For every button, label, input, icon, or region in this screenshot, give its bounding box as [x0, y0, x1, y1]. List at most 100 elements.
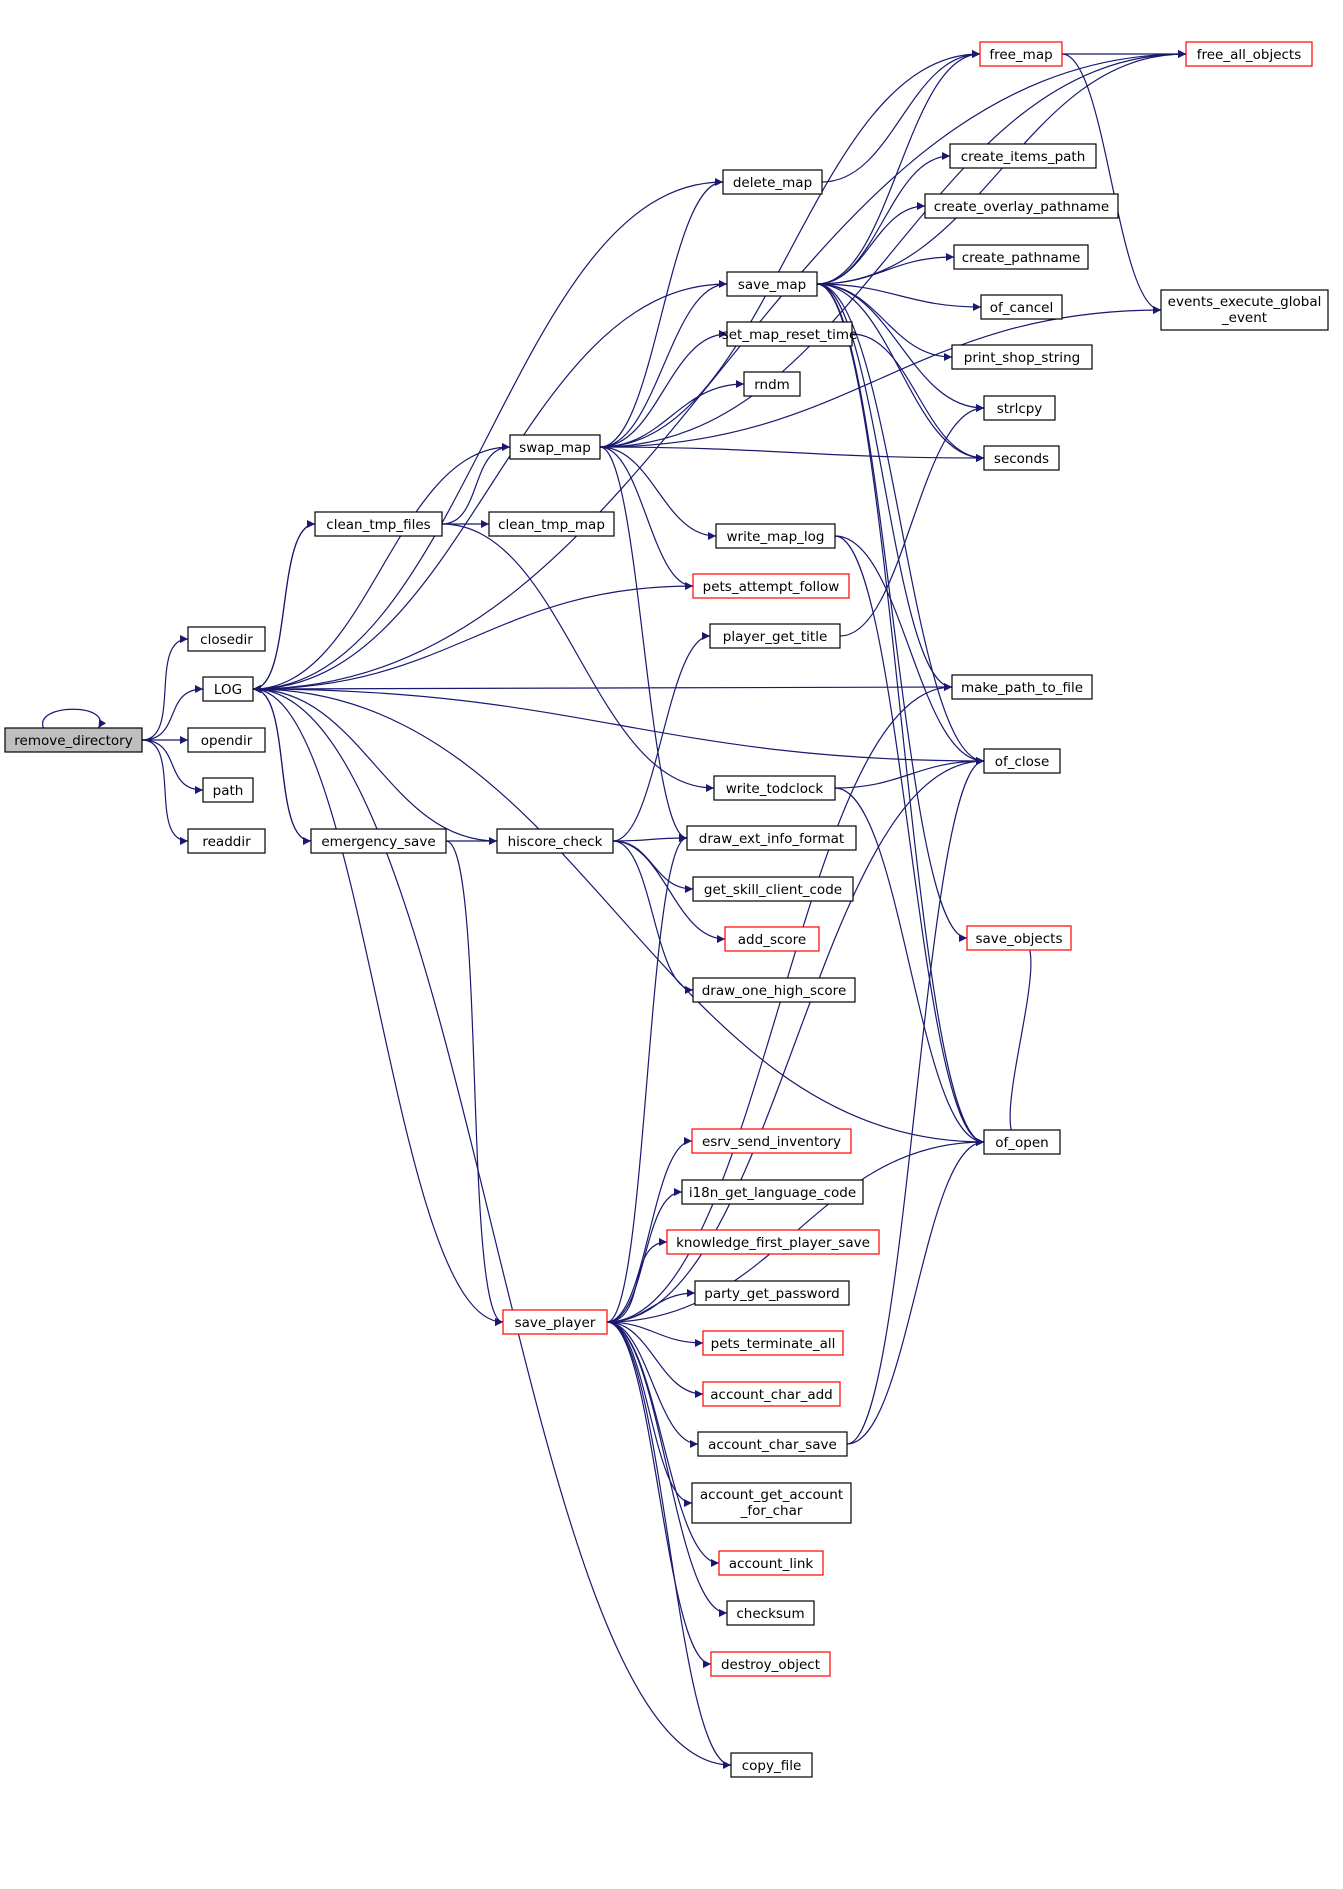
- node-print-shop-string[interactable]: print_shop_string: [951, 344, 1093, 370]
- node-label: make_path_to_file: [961, 680, 1083, 696]
- nodes-layer: remove_directory LOG closedir opendir path re…: [4, 41, 1329, 1778]
- node-remove-directory[interactable]: remove_directory: [4, 727, 143, 753]
- node-of-close[interactable]: of_close: [983, 748, 1061, 774]
- node-draw-one-high-score[interactable]: draw_one_high_score: [692, 977, 856, 1003]
- node-party-get-password[interactable]: party_get_password: [694, 1280, 850, 1306]
- node-save-player[interactable]: save_player: [502, 1309, 608, 1335]
- node-label: esrv_send_inventory: [702, 1134, 841, 1150]
- edge-path: [821, 50, 981, 183]
- node-save-objects[interactable]: save_objects: [966, 925, 1072, 951]
- node-clean-tmp-map[interactable]: clean_tmp_map: [488, 511, 615, 537]
- node-create-pathname[interactable]: create_pathname: [953, 244, 1089, 270]
- node-hiscore-check[interactable]: hiscore_check: [496, 828, 614, 854]
- node-readdir[interactable]: readdir: [187, 828, 266, 854]
- node-LOG[interactable]: LOG: [202, 676, 254, 702]
- node-opendir[interactable]: opendir: [187, 727, 266, 753]
- node-free-all-objects[interactable]: free_all_objects: [1185, 41, 1313, 67]
- node-of-open[interactable]: of_open: [983, 1129, 1061, 1155]
- node-box: [314, 511, 443, 537]
- node-box: [692, 977, 856, 1003]
- edge-path: [612, 632, 711, 842]
- node-account-link[interactable]: account_link: [718, 1550, 824, 1576]
- node-closedir[interactable]: closedir: [187, 626, 266, 652]
- node-box: [187, 828, 266, 854]
- node-pets-terminate-all[interactable]: pets_terminate_all: [702, 1330, 844, 1356]
- node-label: account_get_account: [700, 1487, 843, 1503]
- node-label: save_player: [515, 1315, 596, 1331]
- node-destroy-object[interactable]: destroy_object: [710, 1651, 831, 1677]
- edge-path: [851, 333, 985, 462]
- edge-path: [599, 446, 688, 842]
- edge-write_todclock-to-of_open: [834, 787, 985, 1146]
- edge-hiscore_check-to-draw_ext_info_format: [612, 834, 688, 843]
- node-write-map-log[interactable]: write_map_log: [715, 523, 836, 549]
- edge-remove_directory-to-remove_directory: [42, 708, 107, 729]
- edge-path: [141, 739, 204, 794]
- edge-path: [606, 1238, 668, 1323]
- node-rndm[interactable]: rndm: [743, 371, 801, 397]
- edge-path: [252, 685, 498, 842]
- node-box: [496, 828, 614, 854]
- node-box: [488, 511, 615, 537]
- node-player-get-title[interactable]: player_get_title: [709, 623, 841, 649]
- edge-path: [599, 50, 981, 448]
- edge-path: [599, 50, 1187, 448]
- edge-save_map-to-LOG: [252, 283, 728, 693]
- edge-path: [846, 1138, 985, 1445]
- node-copy-file[interactable]: copy_file: [730, 1752, 813, 1778]
- node-box: [949, 143, 1097, 169]
- edge-save_player-to-destroy_object: [606, 1321, 712, 1668]
- node-make-path-to-file[interactable]: make_path_to_file: [951, 674, 1093, 700]
- node-create-overlay-pathname[interactable]: create_overlay_pathname: [924, 193, 1119, 219]
- node-create-items-path[interactable]: create_items_path: [949, 143, 1097, 169]
- node-swap-map[interactable]: swap_map: [509, 434, 601, 460]
- node-label: set_map_reset_time: [722, 327, 858, 343]
- node-label: free_all_objects: [1197, 47, 1302, 63]
- node-box: [718, 1550, 824, 1576]
- node-checksum[interactable]: checksum: [726, 1600, 815, 1626]
- node-clean-tmp-files[interactable]: clean_tmp_files: [314, 511, 443, 537]
- node-esrv-send-inventory[interactable]: esrv_send_inventory: [691, 1128, 852, 1154]
- node-strlcpy[interactable]: strlcpy: [983, 395, 1056, 421]
- node-add-score[interactable]: add_score: [724, 926, 820, 952]
- edge-remove_directory-to-readdir: [141, 739, 189, 845]
- edge-save_player-to-knowledge_first_player_save: [606, 1238, 668, 1323]
- node-emergency-save[interactable]: emergency_save: [310, 828, 447, 854]
- edge-path: [606, 1321, 732, 1769]
- node-box: [722, 169, 823, 195]
- node-account-char-add[interactable]: account_char_add: [702, 1381, 841, 1407]
- node-save-map[interactable]: save_map: [726, 271, 818, 297]
- node-get-skill-client-code[interactable]: get_skill_client_code: [692, 876, 854, 902]
- node-knowledge-first-player-save[interactable]: knowledge_first_player_save: [666, 1229, 880, 1255]
- edge-path: [606, 1321, 704, 1398]
- node-box: [187, 727, 266, 753]
- node-path[interactable]: path: [202, 777, 254, 803]
- node-write-todclock[interactable]: write_todclock: [713, 775, 836, 801]
- node-seconds[interactable]: seconds: [983, 445, 1060, 471]
- edge-save_map-to-free_all_objects: [816, 50, 1187, 285]
- node-delete-map[interactable]: delete_map: [722, 169, 823, 195]
- node-box: [691, 1482, 852, 1524]
- edge-path: [816, 50, 981, 285]
- edge-account_char_save-to-of_close: [846, 757, 985, 1445]
- edge-path: [606, 1137, 693, 1323]
- node-free-map[interactable]: free_map: [979, 41, 1063, 67]
- node-set-map-reset-time[interactable]: set_map_reset_time: [722, 321, 858, 347]
- node-label: strlcpy: [997, 401, 1043, 417]
- edge-path: [252, 585, 694, 693]
- node-box: [509, 434, 601, 460]
- node-events-execute-global-event[interactable]: events_execute_global_event: [1160, 289, 1329, 331]
- node-label: rndm: [754, 377, 790, 393]
- node-i18n-get-language-code[interactable]: i18n_get_language_code: [681, 1179, 864, 1205]
- node-account-char-save[interactable]: account_char_save: [697, 1431, 848, 1457]
- node-of-cancel[interactable]: of_cancel: [980, 294, 1063, 320]
- node-draw-ext-info-format[interactable]: draw_ext_info_format: [686, 825, 857, 851]
- node-account-get-account-for-char[interactable]: account_get_account_for_char: [691, 1482, 852, 1524]
- node-box: [691, 1128, 852, 1154]
- edge-save_player-to-pets_terminate_all: [606, 1321, 704, 1347]
- node-pets-attempt-follow[interactable]: pets_attempt_follow: [692, 573, 850, 599]
- edge-path: [834, 787, 985, 1146]
- node-box: [980, 294, 1063, 320]
- node-label: account_char_save: [708, 1437, 837, 1453]
- edge-emergency_save-to-LOG: [252, 685, 312, 842]
